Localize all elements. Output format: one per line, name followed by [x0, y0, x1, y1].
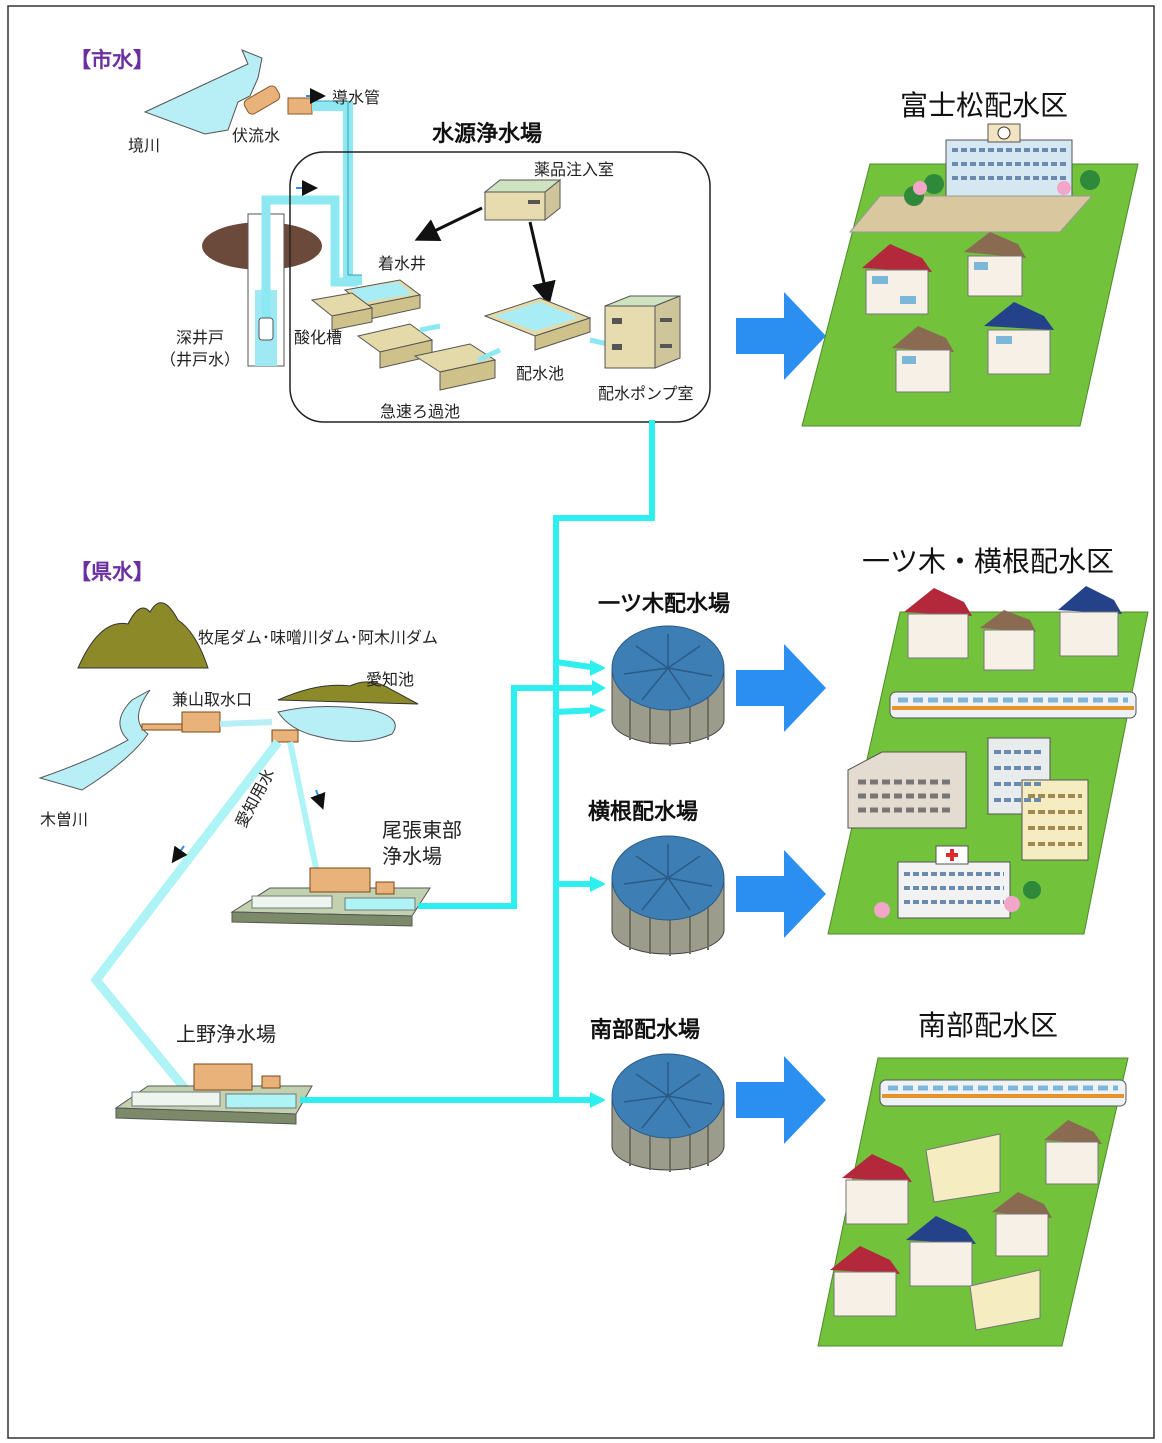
owari-plant-label-2: 浄水場 — [382, 844, 442, 868]
outer-frame — [7, 5, 1155, 1439]
sakai-river — [143, 49, 263, 135]
rapid-filter-label: 急速ろ過池 — [380, 402, 461, 421]
hospital-building — [874, 845, 1041, 919]
chemical-room-label: 薬品注入室 — [534, 160, 615, 179]
pump-room-label: 配水ポンプ室 — [598, 384, 694, 403]
district-hitotsugi-yokone-label: 一ツ木・横根配水区 — [862, 545, 1115, 578]
tank-hitotsugi — [611, 625, 725, 746]
underflow-label: 伏流水 — [232, 126, 281, 145]
office-buildings — [847, 737, 1089, 861]
distribution-reservoir-label: 配水池 — [516, 364, 565, 383]
water-source-plant-title: 水源浄水場 — [432, 122, 543, 147]
deep-well-label: 深井戸 — [176, 328, 225, 347]
aichi-canal-to-ueno — [90, 739, 282, 1093]
city-water-section-label: 【市水】 — [70, 48, 154, 72]
houses-hitotsugi — [904, 586, 1122, 671]
house-brown-2 — [892, 326, 954, 393]
arrow-to-hitotsugi-yokone-1 — [736, 644, 826, 732]
arrow-to-nanbu — [736, 1056, 826, 1144]
sakai-river-label: 境川 — [128, 136, 161, 155]
arrow-to-fujimatsu — [736, 292, 826, 380]
dams-label: 牧尾ダム･味噌川ダム･阿木川ダム — [198, 628, 439, 647]
kiso-river — [38, 689, 151, 791]
underflow-pipe — [243, 85, 281, 115]
ueno-plant-label: 上野浄水場 — [176, 1022, 276, 1046]
owari-plant-label-1: 尾張東部 — [382, 818, 462, 842]
prefectural-water-section-label: 【県水】 — [70, 560, 154, 584]
conduit-box — [287, 97, 313, 115]
intake-label: 兼山取水口 — [172, 690, 253, 709]
intake-building — [181, 711, 221, 733]
well-pump — [258, 317, 274, 341]
houses-nanbu — [830, 1120, 1102, 1331]
station-nanbu-label: 南部配水場 — [590, 1018, 701, 1043]
trees-fujimatsu — [904, 170, 1100, 206]
aichi-pond-hill — [277, 681, 419, 705]
station-hitotsugi-label: 一ツ木配水場 — [598, 592, 731, 617]
aichi-pond — [277, 705, 396, 743]
pipe-owari — [418, 685, 600, 909]
chemical-line-1 — [414, 206, 483, 241]
train-hitotsugi — [889, 691, 1137, 719]
district-nanbu-label: 南部配水区 — [918, 1009, 1059, 1042]
chemical-line-2 — [528, 221, 556, 306]
district-fujimatsu-label: 富士松配水区 — [900, 89, 1069, 122]
well-water-label: （井戸水） — [160, 350, 241, 369]
tank-yokone — [611, 835, 725, 956]
well-pipe — [261, 195, 358, 330]
dam-mountains — [77, 602, 209, 669]
house-blue-1 — [984, 302, 1054, 375]
aichi-canal-to-owari — [287, 741, 319, 869]
aichi-pond-label: 愛知池 — [366, 670, 415, 689]
tank-nanbu — [611, 1053, 725, 1172]
arrow-to-hitotsugi-yokone-2 — [736, 850, 826, 938]
house-red-1 — [862, 244, 932, 315]
receiving-well-label: 着水井 — [378, 254, 427, 273]
station-yokone-label: 横根配水場 — [588, 800, 699, 825]
oxidation-tank-label: 酸化槽 — [294, 328, 343, 347]
pipe-city-to-stations — [553, 420, 655, 1100]
kiso-river-label: 木曽川 — [40, 810, 89, 829]
conduit-label: 導水管 — [332, 88, 381, 107]
plant-boundary — [289, 151, 711, 423]
house-brown-1 — [964, 232, 1026, 297]
train-nanbu — [879, 1079, 1127, 1107]
